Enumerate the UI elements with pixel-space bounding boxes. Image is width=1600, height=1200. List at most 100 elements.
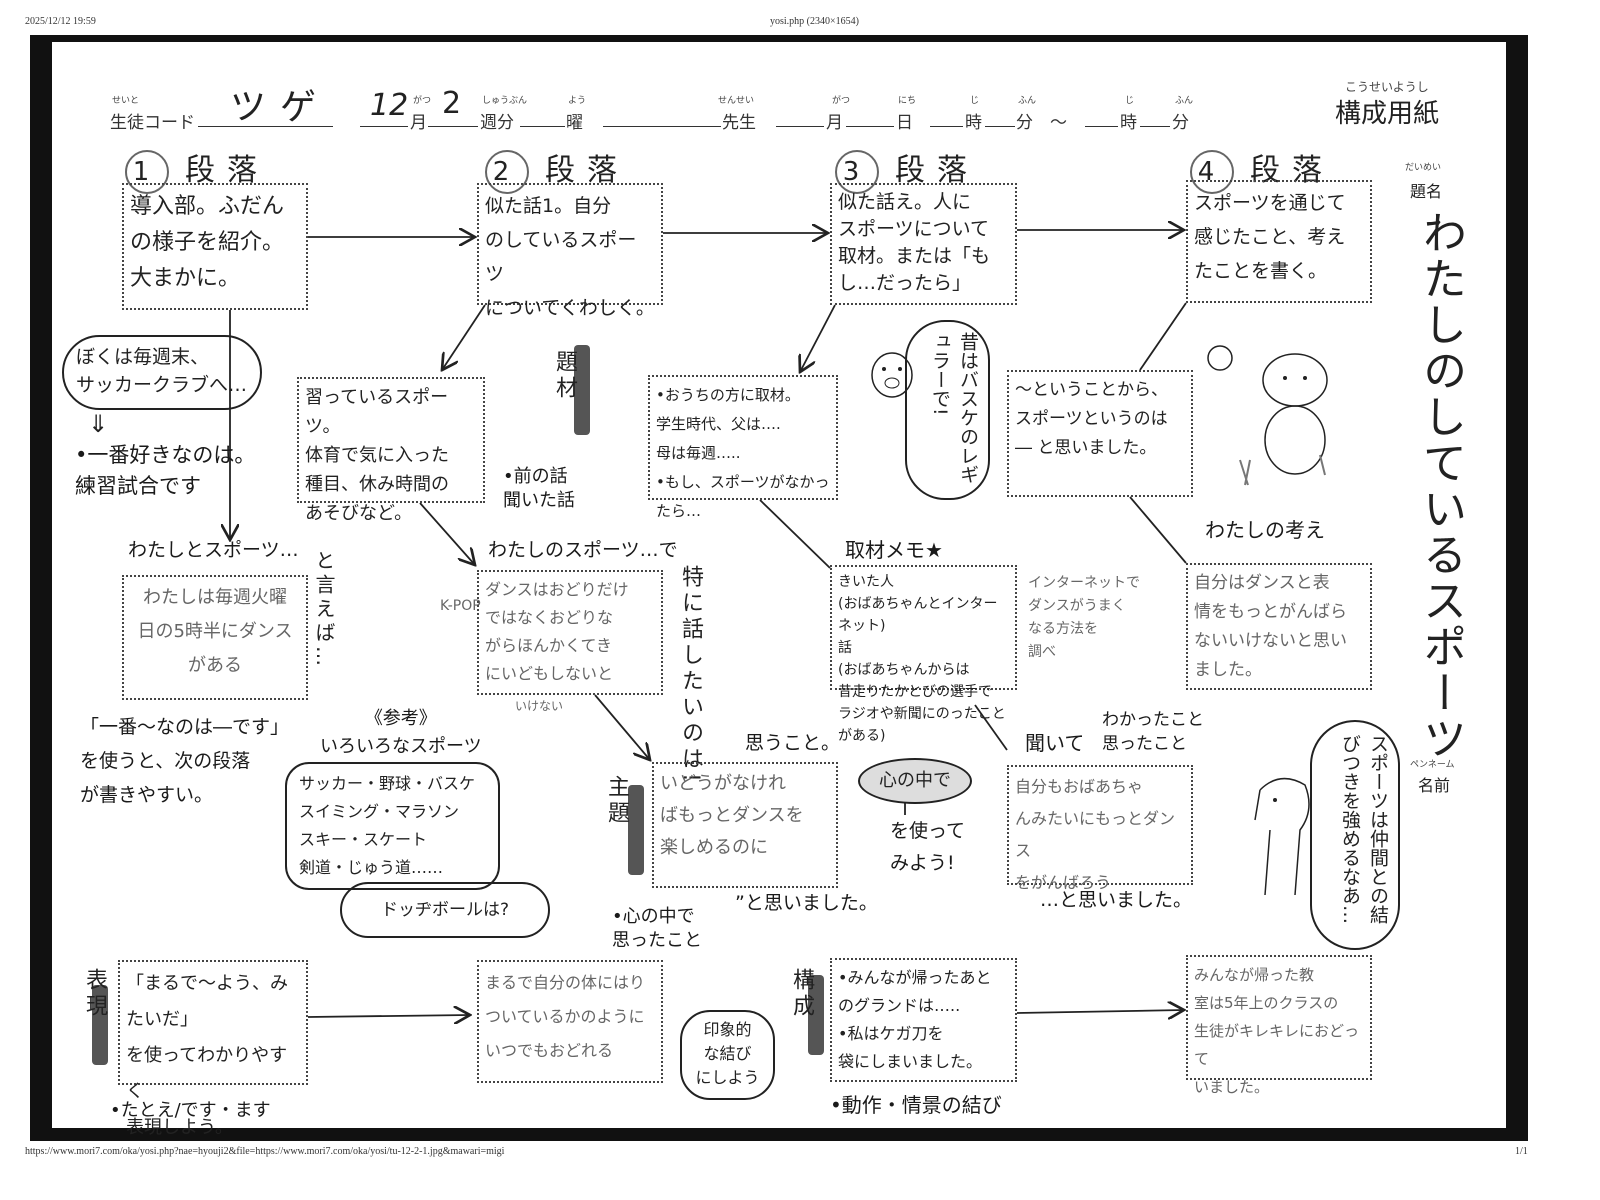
date-month-label: 月 xyxy=(826,113,843,133)
paragraph-1-heading: 1 段落 xyxy=(125,145,269,194)
pig-drawing-icon xyxy=(871,352,913,398)
month-field[interactable] xyxy=(360,126,408,127)
ruby: しゅうぶん xyxy=(482,96,528,106)
paragraph-number: 1 xyxy=(125,150,169,194)
favorite-note: •一番好きなのは。 練習試合です xyxy=(75,443,256,498)
paragraph-label: 段落 xyxy=(185,153,269,188)
week-field[interactable] xyxy=(428,126,478,127)
minute-label: 分 xyxy=(1172,113,1189,133)
impressive-cloud: 印象的 な結び にしよう xyxy=(680,1010,775,1100)
date-day-field[interactable] xyxy=(846,126,894,127)
print-timestamp: 2025/12/12 19:59 xyxy=(25,16,96,27)
structure-tab: 構成 xyxy=(789,968,814,1020)
end-hour-field[interactable] xyxy=(1085,126,1118,127)
paragraph-1-box: 導入部。ふだん の様子を紹介。 大まかに。 xyxy=(122,183,308,310)
topic-tab: 題材 xyxy=(552,350,577,402)
week-label: 週分 xyxy=(480,113,514,133)
dance-box: ダンスはおどりだけ ではなくおどりな がらほんかくてき にいどもしないと xyxy=(477,570,663,695)
ruby: よう xyxy=(568,96,587,106)
student-code-label: 生徒コード xyxy=(110,113,195,133)
paragraph-number: 4 xyxy=(1190,150,1234,194)
reference-label: 《参考》 いろいろなスポーツ xyxy=(320,708,482,757)
down-arrow-icon: ⇓ xyxy=(88,410,109,438)
especially-label: 特に話したいのは! xyxy=(678,565,703,786)
sports-list-cloud: サッカー・野球・バスケ スイミング・マラソン スキー・スケート 剣道・じゅう道…… xyxy=(285,762,500,890)
expression-box: 「まるで～よう、みたいだ」 を使ってわかりやすく 表現しよう。 xyxy=(118,960,308,1138)
date-month-field[interactable] xyxy=(776,126,824,127)
in-heart-oval: 心の中で xyxy=(858,758,972,804)
learning-box: 習っているスポーツ。 体育で気に入った 種目、休み時間の あそびなど。 xyxy=(297,377,485,524)
dodgeball-cloud: ドッヂボールは? xyxy=(340,882,550,938)
teacher-field[interactable] xyxy=(603,126,721,127)
student-code-field[interactable] xyxy=(198,126,333,127)
student-code-value: ツゲ xyxy=(230,87,331,128)
tip-most-note: 「一番～なのは―です」 を使うと、次の段落 が書きやすい。 xyxy=(80,716,290,806)
teacher-label: 先生 xyxy=(722,113,756,133)
expression-tab: 表現 xyxy=(82,968,107,1020)
my-thoughts-label: わたしの考え xyxy=(1205,518,1325,542)
my-sport-label: わたしのスポーツ…で xyxy=(488,539,678,561)
ruby: せいと xyxy=(112,96,140,106)
thought-end-2: …と思いました。 xyxy=(1040,889,1193,911)
final-box: みんなが帰った教 室は5年上のクラスの 生徒がキレキレにおどって いました。 xyxy=(1186,955,1372,1096)
ruby: にち xyxy=(898,96,917,106)
ruby: じ xyxy=(1125,96,1135,106)
paragraph-number: 2 xyxy=(485,150,529,194)
paragraph-label: 段落 xyxy=(895,153,979,188)
heart-thought-note: •心の中で 思ったこと xyxy=(612,906,702,951)
paragraph-2-box: 似た話1。自分 のしているスポーツ についてくわしく。 xyxy=(477,183,663,319)
soccer-cloud: ぼくは毎週末、 サッカークラブへ… xyxy=(62,335,262,410)
tilde: ～ xyxy=(1050,113,1067,133)
think-label: 思うこと。 xyxy=(745,732,841,754)
hour-label: 時 xyxy=(1120,113,1137,133)
action-scene-note: •動作・情景の結び xyxy=(830,1093,1002,1117)
date-day-label: 日 xyxy=(896,113,913,133)
sheet-title: 構成用紙 xyxy=(1335,99,1440,129)
interview-memo-label: 取材メモ★ xyxy=(845,538,943,562)
ruby: せんせい xyxy=(718,96,755,106)
learned-label: わかったこと 思ったこと xyxy=(1102,710,1204,754)
heard-label: 聞いて xyxy=(1025,731,1085,755)
day-field[interactable] xyxy=(520,126,565,127)
theme-tab-marker xyxy=(628,785,644,875)
pig-speech-bubble: 昔はバスケのレギュラーで! xyxy=(905,320,990,500)
expression-tab-marker xyxy=(92,985,108,1065)
speaking-of-label: と言えば… xyxy=(312,550,336,670)
start-minute-field[interactable] xyxy=(985,126,1015,127)
cat-kicking-ball-drawing-icon xyxy=(1207,345,1328,486)
week-value: 2 xyxy=(442,86,462,121)
month-label: 月 xyxy=(410,113,427,133)
penname-label: 名前 xyxy=(1418,776,1451,795)
ruby: ペンネーム xyxy=(1410,760,1455,770)
print-title: yosi.php (2340×1654) xyxy=(770,16,859,27)
start-hour-field[interactable] xyxy=(930,126,963,127)
ruby: こうせいようし xyxy=(1345,80,1429,94)
month-value: 12 xyxy=(370,88,409,123)
paragraph-3-heading: 3 段落 xyxy=(835,145,979,194)
dance-box-tail: いけない xyxy=(515,699,564,713)
print-url: https://www.mori7.com/oka/yosi.php?nae=h… xyxy=(25,1146,505,1157)
example-note: •たとえ/です・ます xyxy=(110,1100,271,1121)
ruby: がつ xyxy=(832,96,851,106)
paragraph-number: 3 xyxy=(835,150,879,194)
end-minute-field[interactable] xyxy=(1140,126,1170,127)
day-label: 曜 xyxy=(566,113,583,133)
use-it-note: を使って みよう! xyxy=(890,820,966,874)
dog-drawing-icon xyxy=(1254,777,1310,896)
heard-box: 自分もおばあちゃ んみたいにもっとダンス をがんばろう xyxy=(1007,765,1193,892)
worksheet xyxy=(52,42,1506,1128)
like-box: まるで自分の体にはり ついているかのように いつでもおどれる xyxy=(477,960,663,1083)
internet-note: インターネットで ダンスがうまく なる方法を 調べ xyxy=(1028,575,1140,660)
dog-speech-bubble: スポーツは仲間との結びつきを強めるなあ… xyxy=(1310,720,1400,950)
interview-box: きいた人 (おばあちゃんとインターネット) 話 (おばあちゃんからは 昔走りたか… xyxy=(830,565,1017,744)
topic-tab-marker xyxy=(574,345,590,435)
structure-tab-marker xyxy=(808,975,824,1055)
ruby: だいめい xyxy=(1405,163,1442,173)
ruby: ふん xyxy=(1175,96,1194,106)
ruby: がつ xyxy=(413,96,432,106)
ruby: ふん xyxy=(1018,96,1037,106)
ending-box: •みんなが帰ったあと のグランドは….. •私はケガ刀を 袋にしまいました。 xyxy=(830,958,1017,1082)
think-box: いどうがなけれ ばもっとダンスを 楽しめるのに xyxy=(652,762,838,888)
